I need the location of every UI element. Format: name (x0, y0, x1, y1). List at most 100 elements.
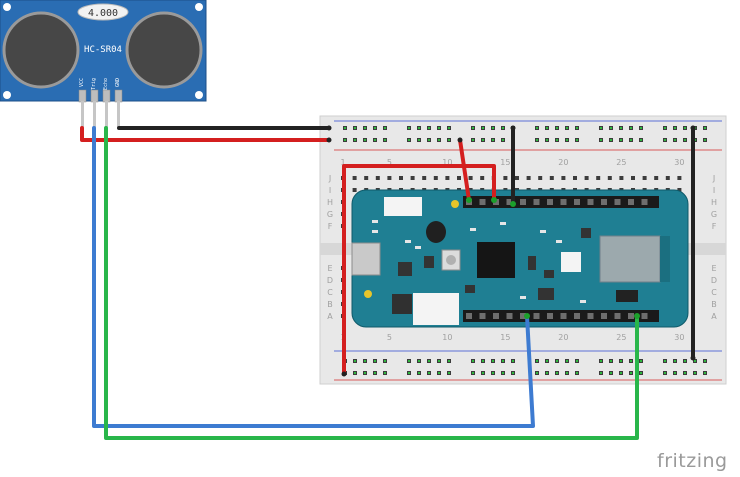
pin-label-gnd: GND (115, 78, 121, 87)
transducer-left (2, 11, 80, 89)
header-pin (533, 313, 540, 319)
usb-connector (351, 242, 381, 276)
header-pin (587, 199, 594, 205)
row-letter: E (327, 264, 332, 273)
white-pad (384, 197, 422, 216)
row-letter: I (713, 186, 715, 195)
header-pin (533, 199, 540, 205)
header-pin (574, 199, 580, 205)
breadboard-hole (573, 176, 577, 180)
white-pad (561, 252, 581, 272)
pin-label-echo: Echo (103, 78, 109, 90)
header-pins (466, 199, 648, 319)
column-number: 10 (442, 333, 452, 342)
wire-echo-blue (92, 126, 535, 428)
arduino-mkr-board (351, 189, 689, 328)
header-pin (506, 199, 513, 205)
breadboard-hole (607, 176, 612, 180)
column-number: 25 (616, 333, 626, 342)
column-number: 1 (340, 158, 345, 167)
breadboard-hole (619, 176, 624, 180)
header-pin (547, 313, 553, 319)
breadboard-hole (457, 176, 461, 180)
breadboard-hole (677, 188, 682, 192)
column-number: 30 (674, 333, 684, 342)
header-pin (520, 199, 526, 205)
crypto-chip (392, 294, 412, 314)
row-letter: F (328, 222, 333, 231)
column-number: 20 (558, 333, 568, 342)
row-letter: A (711, 312, 717, 321)
column-number: 30 (674, 158, 684, 167)
breadboard-hole (387, 176, 392, 180)
sensor-model-label: HC-SR04 (84, 45, 122, 55)
header-pin (560, 199, 567, 205)
breadboard-hole (433, 176, 438, 180)
header-pin (479, 313, 486, 319)
header-pin (601, 199, 607, 205)
crystal-oscillator (77, 3, 129, 21)
header-pin (641, 199, 648, 205)
wires (80, 125, 696, 440)
row-letter: A (327, 312, 333, 321)
breadboard-hole (399, 176, 403, 180)
breadboard-hole (352, 176, 357, 180)
row-letter: G (711, 210, 717, 219)
wire-rail-red-short (458, 138, 471, 202)
row-letter: F (712, 222, 717, 231)
header-pin (614, 313, 621, 319)
row-letter: I (329, 186, 331, 195)
breadboard-hole (677, 176, 682, 180)
fritzing-logo: fritzing (657, 450, 728, 472)
breadboard-hole (515, 176, 519, 180)
main-chip (477, 242, 515, 278)
header-pin (479, 199, 486, 205)
row-letter: C (711, 288, 717, 297)
breadboard-hole (445, 176, 450, 180)
wire-vcc-red (80, 126, 331, 142)
breadboard-hole (665, 176, 670, 180)
header-pin (628, 313, 634, 319)
row-letter: B (327, 300, 333, 309)
pin-label-trig: Trig (91, 78, 97, 90)
row-letter: J (328, 174, 331, 183)
oscillator-label: 4.000 (88, 8, 118, 19)
row-letter: J (712, 174, 715, 183)
column-number: 10 (442, 158, 452, 167)
breadboard-hole (561, 176, 566, 180)
breadboard-hole (503, 176, 508, 180)
row-letter: D (711, 276, 717, 285)
header-pin (601, 313, 607, 319)
row-letter: H (711, 198, 717, 207)
header-pin (574, 313, 580, 319)
wifi-module (599, 235, 661, 283)
header-pin (506, 313, 513, 319)
column-number: 5 (387, 158, 392, 167)
column-number: 15 (500, 158, 510, 167)
header-pin (547, 199, 553, 205)
breadboard-hole (538, 176, 543, 180)
ultrasonic-sensor: 4.000 HC-SR04 VCC Trig Echo GND (0, 0, 207, 127)
wire-trig-green (104, 126, 639, 440)
breadboard-hole (631, 176, 635, 180)
breadboard-hole (468, 176, 473, 180)
breadboard-hole (526, 176, 531, 180)
header-pin (614, 199, 621, 205)
header-pin (560, 313, 567, 319)
breadboard-hole (352, 188, 357, 192)
row-letter: C (327, 288, 333, 297)
header-pin (466, 313, 472, 319)
breadboard-hole (549, 176, 554, 180)
row-letter: E (711, 264, 716, 273)
row-letter: D (327, 276, 333, 285)
transducer-right (125, 11, 203, 89)
breadboard-hole (584, 176, 589, 180)
header-pin (587, 313, 594, 319)
column-number: 15 (500, 333, 510, 342)
column-number: 20 (558, 158, 568, 167)
row-letter: B (711, 300, 717, 309)
pin-label-vcc: VCC (79, 78, 85, 87)
breadboard-hole (654, 176, 659, 180)
